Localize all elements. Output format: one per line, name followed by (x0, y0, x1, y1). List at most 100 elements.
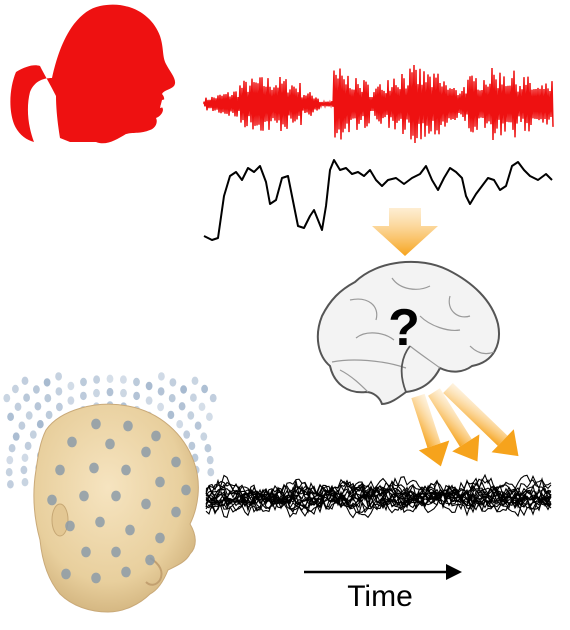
eeg-trace (205, 474, 552, 516)
electrode-dot (23, 393, 30, 402)
electrode-dot (187, 411, 195, 420)
electrode-dot (47, 494, 57, 506)
electrode-dot (45, 410, 53, 420)
electrode-dot (91, 572, 101, 584)
electrode-dot (55, 372, 62, 381)
electrode-dot (80, 391, 87, 401)
electrode-dot (24, 441, 32, 451)
electrode-dot (207, 468, 215, 477)
electrode-dot (167, 410, 175, 420)
electrode-dot (141, 498, 151, 510)
electrode-dot (29, 430, 37, 439)
electrode-dot (133, 377, 140, 387)
electrode-dot (145, 381, 153, 391)
time-axis-label: Time (347, 580, 413, 613)
eeg-trace (205, 478, 552, 518)
electrode-dot (106, 387, 114, 397)
electrode-dot (123, 420, 133, 432)
electrode-dot (145, 396, 153, 405)
electrode-dot (12, 432, 20, 441)
electrode-dot (198, 402, 206, 411)
electrode-dot (120, 388, 127, 398)
electrode-dot (56, 402, 63, 412)
electrode-dot (194, 421, 202, 430)
electrode-dot (155, 532, 165, 544)
electrode-dot (204, 444, 212, 453)
electrode-dot (95, 516, 105, 528)
electrode-dot (80, 377, 87, 387)
electrode-dot (8, 444, 16, 453)
electrode-dot (20, 465, 28, 475)
electrode-dot (67, 396, 75, 405)
eeg-trace (205, 479, 552, 514)
eeg-head-model-icon (3, 372, 217, 613)
eeg-trace (205, 480, 552, 517)
electrode-dot (151, 430, 161, 442)
electrode-dot (125, 524, 135, 536)
electrode-dot (200, 432, 208, 441)
electrode-dot (106, 374, 114, 383)
electrode-dot (61, 568, 71, 580)
arrows-diagonal-icon (411, 382, 519, 467)
electrode-dot (181, 484, 191, 496)
electrode-dot (43, 378, 51, 387)
electrode-dot (93, 388, 100, 398)
brain-outline-icon (316, 260, 500, 406)
eeg-traces (205, 473, 552, 519)
electrode-dot (191, 376, 199, 385)
electrode-dot (120, 375, 127, 384)
electrode-dot (67, 436, 77, 448)
electrode-dot (209, 393, 217, 403)
electrode-dot (34, 402, 42, 411)
electrode-dot (21, 453, 29, 462)
electrode-dot (6, 480, 14, 489)
electrode-dot (121, 464, 131, 476)
electrode-dot (91, 418, 101, 430)
electrode-dot (79, 490, 89, 502)
arrow-down-icon (372, 208, 438, 256)
electrode-dot (36, 420, 44, 429)
electrode-dot (121, 566, 131, 578)
electrodes-on-scalp (47, 418, 191, 584)
electrode-dot (33, 385, 40, 394)
audio-waveform (203, 64, 554, 144)
electrode-dot (5, 468, 13, 477)
electrode-dot (180, 385, 188, 394)
electrode-dot (141, 446, 151, 458)
electrode-dot (169, 378, 177, 387)
electrode-dot (21, 478, 29, 487)
electrode-dot (111, 490, 121, 502)
electrode-dot (206, 412, 213, 421)
electrode-dot (21, 376, 29, 385)
electrode-dot (157, 402, 165, 412)
electrode-dot (3, 393, 11, 403)
electrode-dot (105, 438, 115, 450)
electrode-dot (89, 462, 99, 474)
electrode-dot (12, 384, 19, 394)
time-arrow-icon (304, 564, 462, 580)
speech-envelope (203, 159, 553, 241)
electrode-dot (171, 506, 181, 518)
speaker-silhouette-icon (10, 4, 176, 144)
electrode-dot (155, 476, 165, 488)
electrode-dot (67, 381, 75, 391)
electrode-dot (176, 420, 184, 429)
electrode-dot (55, 387, 63, 396)
electrode-dot (206, 455, 214, 465)
question-mark: ? (388, 299, 420, 357)
electrode-dot (14, 402, 22, 411)
electrode-dot (93, 375, 100, 384)
electrode-dot (18, 421, 26, 430)
electrode-dot (25, 411, 33, 420)
electrode-dot (6, 455, 14, 465)
electrode-dot (188, 441, 196, 451)
electrode-dot (145, 554, 155, 566)
electrode-dot (133, 391, 141, 401)
electrode-dot (178, 402, 186, 411)
electrode-dot (158, 372, 165, 381)
electrode-dot (190, 393, 197, 402)
electrode-dot (81, 546, 91, 558)
electrode-dot (168, 394, 176, 403)
electrode-dot (65, 520, 75, 532)
